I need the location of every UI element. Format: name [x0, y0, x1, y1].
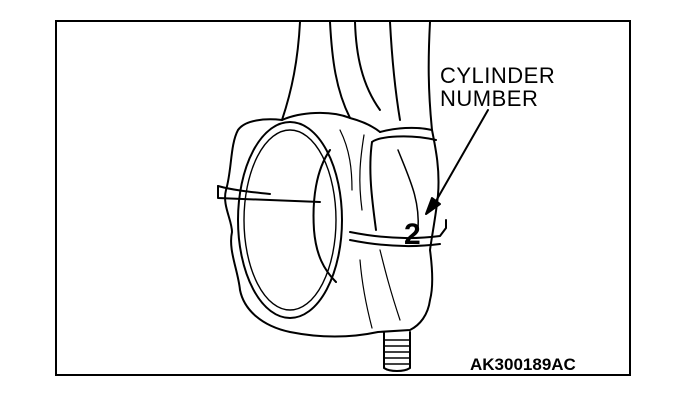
bearing-bore — [237, 121, 343, 319]
figure-frame — [55, 20, 631, 376]
callout-line-2: NUMBER — [440, 86, 539, 111]
stamped-cylinder-number: 2 — [404, 218, 421, 251]
cylinder-number-callout: CYLINDER NUMBER — [440, 64, 555, 110]
big-end-body — [224, 111, 440, 338]
callout-line-1: CYLINDER — [440, 63, 556, 88]
leader-arrow — [425, 109, 489, 215]
parting-line — [217, 185, 447, 248]
rod-shank — [281, 21, 433, 131]
cap-bolt — [383, 331, 411, 372]
figure-id-label: AK300189AC — [470, 355, 576, 374]
